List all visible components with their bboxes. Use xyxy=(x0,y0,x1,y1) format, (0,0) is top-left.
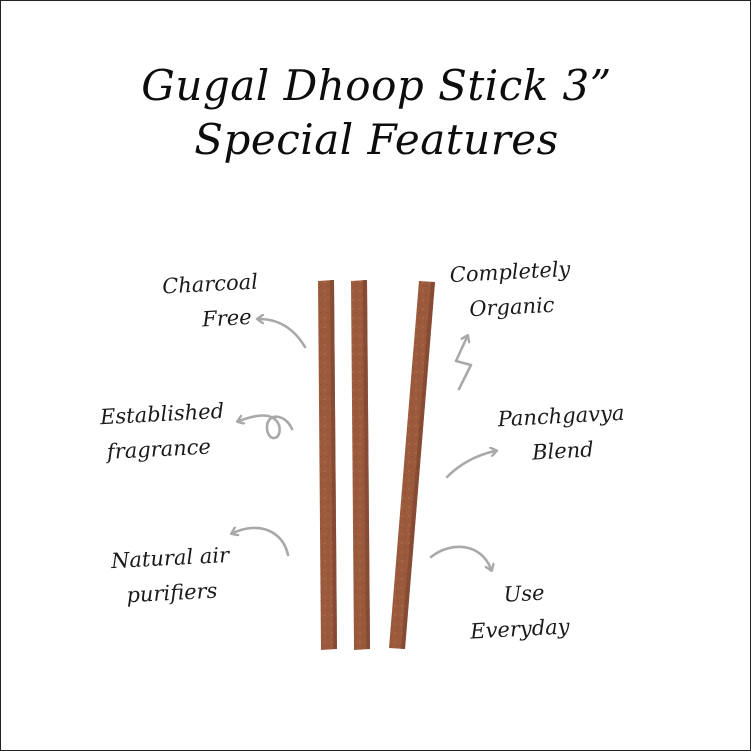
feature-panchgavya-blend: Panchgavya Blend xyxy=(485,395,638,473)
arrow-air-icon xyxy=(233,528,290,557)
feature-label: Organic xyxy=(468,292,556,322)
title-line-features: Special Features xyxy=(194,115,559,164)
arrow-everyday-icon xyxy=(429,545,491,569)
arrow-fragrance-icon xyxy=(239,414,294,440)
feature-label: Charcoal xyxy=(161,269,259,299)
dhoop-stick-left xyxy=(318,280,337,650)
dhoop-stick-middle xyxy=(351,280,370,650)
feature-title: Gugal Dhoop Stick 3” Special Features xyxy=(1,59,750,167)
feature-label: Free xyxy=(201,304,253,332)
arrow-charcoal-icon xyxy=(259,319,307,349)
feature-label: Completely xyxy=(449,256,571,288)
feature-natural-air-purifiers: Natural air purifiers xyxy=(99,537,242,614)
dhoop-stick-right xyxy=(389,281,435,649)
feature-label: Natural air xyxy=(110,542,230,574)
feature-completely-organic: Completely Organic xyxy=(439,251,582,328)
feature-label: purifiers xyxy=(125,578,218,608)
feature-established-fragrance: Established fragrance xyxy=(91,393,234,470)
feature-label: fragrance xyxy=(106,434,212,464)
feature-label: Established xyxy=(99,398,225,430)
arrow-panchgavya-icon xyxy=(445,451,495,479)
feature-label: Everyday xyxy=(469,614,571,644)
title-line-product: Gugal Dhoop Stick 3” xyxy=(141,61,612,110)
feature-use-everyday: Use Everyday xyxy=(457,574,580,650)
feature-charcoal-free: Charcoal Free xyxy=(149,264,272,340)
arrow-organic-icon xyxy=(454,337,473,391)
